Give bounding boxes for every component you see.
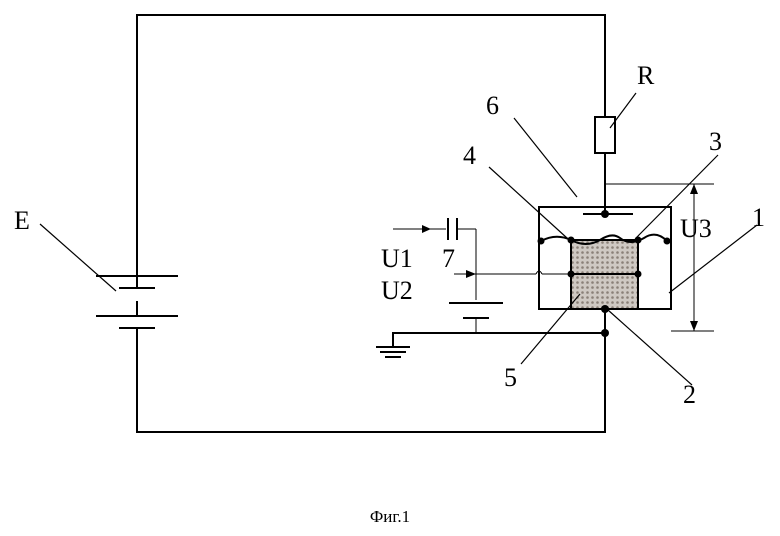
u2-input <box>450 229 502 333</box>
figure-caption: Фиг.1 <box>370 507 410 526</box>
main-circuit-wire <box>137 15 605 432</box>
gate-lead-7 <box>476 271 571 274</box>
label-1: 1 <box>752 203 765 232</box>
label-4: 4 <box>463 141 476 170</box>
u1-input <box>393 219 476 239</box>
label-u1: U1 <box>381 244 413 273</box>
label-resistor-r: R <box>637 61 655 90</box>
label-battery-e: E <box>14 206 30 235</box>
label-u3: U3 <box>680 214 712 243</box>
label-3: 3 <box>709 127 722 156</box>
ground-symbol <box>377 333 605 357</box>
battery-symbol <box>97 276 177 328</box>
label-6: 6 <box>486 91 499 120</box>
leader-lines <box>40 93 757 385</box>
label-5: 5 <box>504 363 517 392</box>
label-2: 2 <box>683 380 696 409</box>
resistor-symbol <box>595 117 615 153</box>
layer-5 <box>571 274 638 309</box>
label-u2: U2 <box>381 276 413 305</box>
layer-4 <box>571 240 638 274</box>
label-7: 7 <box>442 244 455 273</box>
